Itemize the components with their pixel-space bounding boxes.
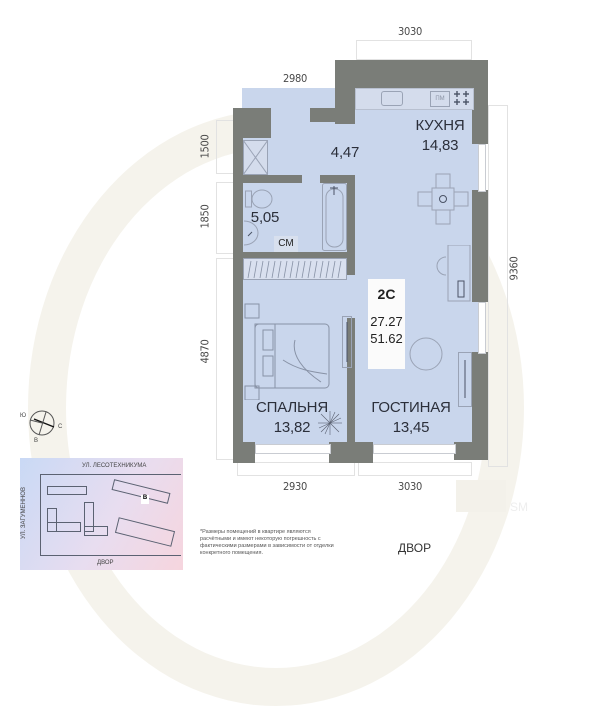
living-area-total: 27.27	[370, 314, 403, 329]
site-building	[84, 526, 108, 536]
wall-right-bottom	[472, 352, 488, 460]
site-building	[47, 522, 81, 532]
dim-left-3: 4870	[198, 339, 212, 364]
dim-line-left-3	[216, 258, 234, 460]
site-building	[84, 502, 94, 532]
kitchen-name: КУХНЯ	[415, 117, 465, 134]
dining-table-icon	[417, 173, 469, 225]
compass-east: В	[34, 438, 39, 444]
wall-bottom-mid	[329, 442, 373, 463]
wall-bottom-left	[233, 442, 255, 463]
dim-line-left-1	[216, 120, 234, 174]
dim-line-right	[488, 105, 508, 467]
wall-right-top	[472, 60, 488, 144]
dim-left-2: 1850	[198, 204, 212, 229]
wall-bath-top-left	[242, 175, 302, 183]
site-street-left: УЛ. ЗАГУМЕННОВ	[20, 487, 27, 539]
dim-top-left: 2980	[283, 72, 307, 85]
watermark-block	[456, 480, 506, 512]
bed-icon	[244, 303, 330, 400]
dim-left-1: 1500	[198, 134, 212, 159]
window-living-side	[478, 302, 486, 354]
site-border	[40, 474, 181, 556]
site-street-top: УЛ. ЛЕСОТЕХНИКУМА	[82, 463, 147, 469]
site-bottom: ДВОР	[97, 560, 114, 566]
kitchen-area: 14,83	[421, 137, 459, 154]
dim-bottom-right: 3030	[398, 480, 422, 493]
window-bedroom	[255, 444, 331, 454]
dim-right: 9360	[507, 256, 521, 281]
living-name: ГОСТИНАЯ	[371, 399, 451, 416]
tv-stand-icon	[458, 352, 472, 407]
wall-left	[233, 108, 243, 463]
dim-line-left-2	[216, 182, 234, 254]
dim-bottom-left: 2930	[283, 480, 307, 493]
site-section-marker: В	[141, 495, 149, 504]
wall-bath-top-right	[320, 175, 355, 183]
bathroom-area: 5,05	[250, 209, 280, 226]
bedroom-wardrobe-icon	[243, 258, 347, 280]
site-building	[47, 486, 87, 495]
compass-icon	[29, 410, 55, 436]
window-living	[373, 444, 456, 454]
sink-bath-icon	[243, 220, 259, 246]
apartment-badge: 2С 27.27 51.62	[368, 279, 405, 369]
wall-bottom-right	[454, 442, 488, 460]
total-area: 51.62	[370, 331, 403, 346]
wall-top-hall-right	[310, 108, 355, 122]
compass-south: Ю	[20, 413, 27, 419]
stove-icon	[454, 91, 469, 105]
bathroom-label: СМ	[274, 236, 298, 252]
dim-line-top-right	[356, 40, 472, 60]
dim-top-right: 3030	[398, 25, 422, 38]
wardrobe-x-icon	[243, 140, 268, 175]
wardrobe-living-icon	[342, 316, 352, 368]
sink-icon	[381, 91, 403, 106]
bedroom-area: 13,82	[273, 419, 311, 436]
round-table-icon	[409, 337, 443, 371]
dim-line-bottom-left	[237, 462, 355, 476]
watermark-text: SM	[510, 500, 528, 514]
toilet-icon	[245, 189, 273, 209]
footnote: *Размеры помещений в квартире являются р…	[200, 529, 334, 556]
bedroom-name: СПАЛЬНЯ	[256, 399, 328, 416]
wall-top-kitchen	[335, 60, 488, 88]
wall-bath-right	[347, 175, 355, 275]
desk-chair-icon	[436, 245, 471, 302]
wall-left-corner	[233, 108, 271, 138]
living-area: 13,45	[392, 419, 430, 436]
dishwasher-icon: ПМ	[430, 91, 450, 107]
wall-right-mid	[472, 190, 488, 302]
hall-area: 4,47	[330, 144, 360, 161]
orientation-label: ДВОР	[398, 541, 432, 555]
apartment-type: 2С	[377, 286, 396, 302]
site-plan: УЛ. ЛЕСОТЕХНИКУМА УЛ. ЗАГУМЕННОВ ДВОР В	[20, 458, 183, 570]
wall-partition-bedroom	[347, 318, 355, 463]
compass-north: С	[58, 424, 63, 430]
dim-line-bottom-right	[358, 462, 472, 476]
wall-bath-bottom	[242, 252, 354, 258]
window-kitchen	[478, 144, 486, 192]
plant-icon	[318, 411, 342, 435]
bathtub-icon	[322, 183, 347, 251]
